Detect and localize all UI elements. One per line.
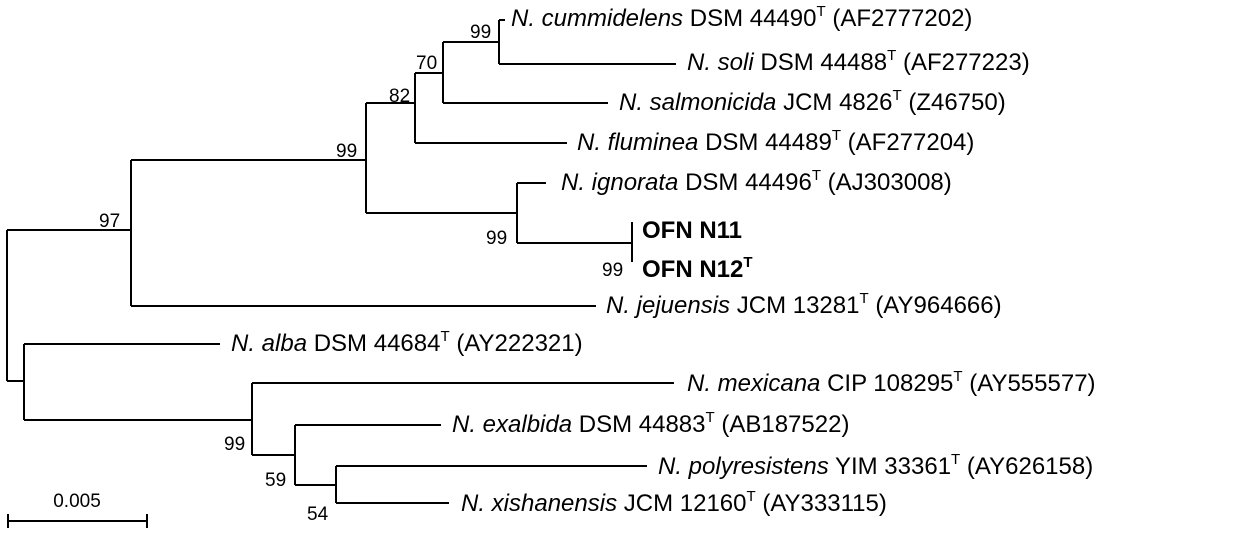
taxon-label: N. cummidelens DSM 44490T (AF2777202) [511, 3, 972, 32]
bootstrap-value: 99 [486, 228, 507, 249]
taxon-label: N. jejuensis JCM 13281T (AY964666) [606, 290, 1002, 319]
bootstrap-value: 59 [265, 470, 286, 491]
bootstrap-value: 99 [602, 260, 623, 281]
taxon-label: N. soli DSM 44488T (AF277223) [687, 47, 1030, 76]
bootstrap-value: 54 [307, 504, 329, 525]
taxon-label: N. exalbida DSM 44883T (AB187522) [452, 409, 849, 438]
taxon-label: N. alba DSM 44684T (AY222321) [231, 328, 583, 357]
taxon-labels: N. cummidelens DSM 44490T (AF2777202) N.… [231, 3, 1096, 517]
taxon-label: N. fluminea DSM 44489T (AF277204) [577, 127, 974, 156]
bootstrap-value: 99 [336, 141, 357, 162]
taxon-label: N. mexicana CIP 108295T (AY555577) [687, 368, 1096, 397]
taxon-label: N. salmonicida JCM 4826T (Z46750) [619, 87, 1006, 116]
taxon-label: N. ignorata DSM 44496T (AJ303008) [561, 167, 952, 196]
taxon-label: N. polyresistens YIM 33361T (AY626158) [658, 451, 1093, 480]
scale-bar: 0.005 [7, 491, 148, 528]
bootstrap-values: 99 70 82 99 99 99 97 99 59 54 [99, 22, 623, 525]
taxon-label: N. xishanensis JCM 12160T (AY333115) [461, 488, 887, 517]
bootstrap-value: 82 [389, 86, 410, 107]
bootstrap-value: 99 [224, 434, 245, 455]
bootstrap-value: 97 [99, 211, 120, 232]
taxon-label-ofn-n11: OFN N11 [642, 217, 742, 244]
tree-branches [6, 19, 676, 504]
scale-bar-label: 0.005 [53, 491, 101, 512]
bootstrap-value: 70 [416, 53, 437, 74]
bootstrap-value: 99 [470, 22, 491, 43]
taxon-label-ofn-n12: OFN N12T [642, 254, 753, 283]
